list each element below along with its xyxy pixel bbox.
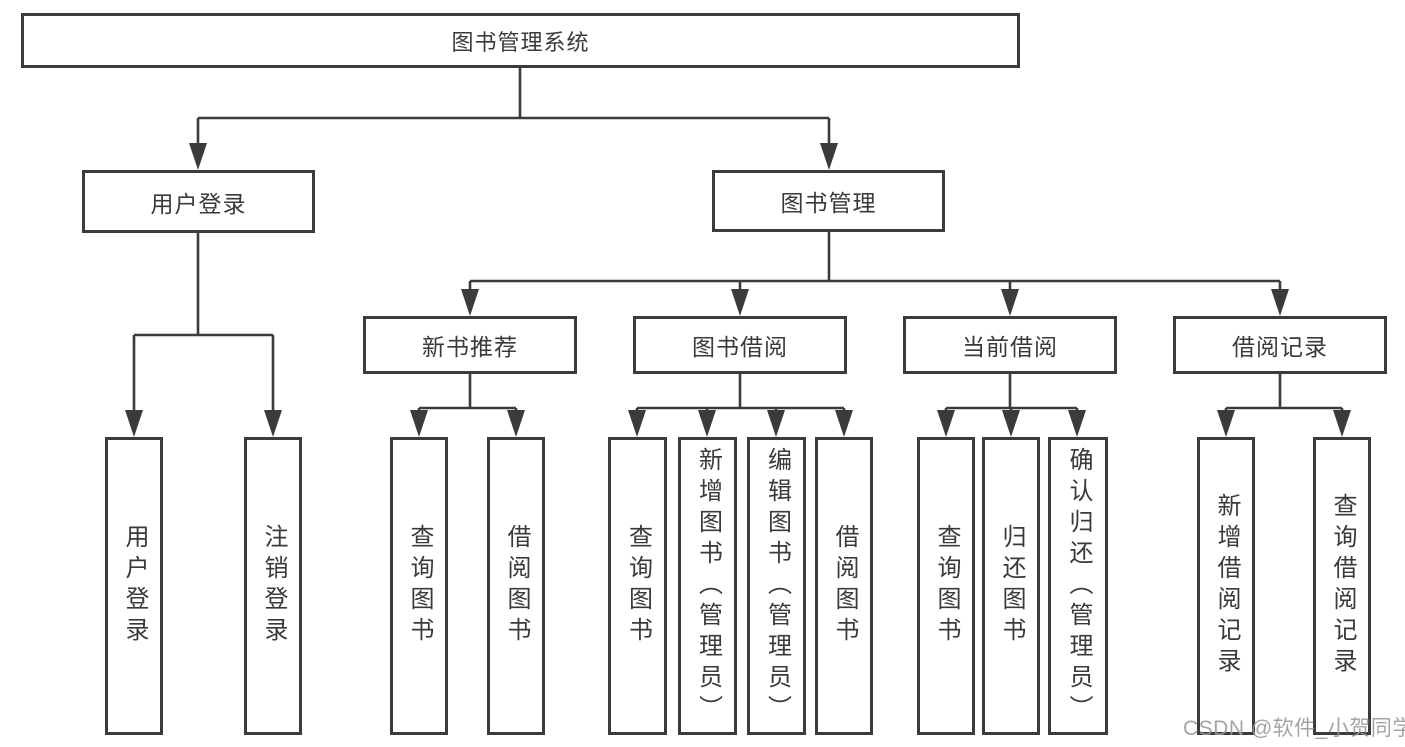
node-leaf-query-books-current: 查询图书: [917, 437, 975, 735]
node-leaf-confirm-return-admin: 确认归还（管理员）: [1048, 437, 1108, 735]
arrowhead: [507, 410, 525, 437]
connector-root-to-level2: [196, 68, 831, 164]
connector-login-to-leaves: [132, 233, 275, 432]
connector-recommend-to-leaves: [417, 374, 518, 432]
node-library-management-system: 图书管理系统: [21, 13, 1020, 68]
arrowhead: [731, 289, 749, 316]
node-leaf-query-borrow-record: 查询借阅记录: [1313, 437, 1371, 735]
node-leaf-user-login: 用户登录: [105, 437, 163, 735]
node-leaf-borrow-books: 借阅图书: [815, 437, 873, 735]
node-leaf-return-books: 归还图书: [982, 437, 1040, 735]
node-book-borrowing: 图书借阅: [633, 316, 847, 374]
arrowhead: [1001, 289, 1019, 316]
arrowhead: [410, 410, 428, 437]
arrowhead: [1068, 410, 1086, 437]
arrowhead: [1333, 410, 1351, 437]
arrowhead: [189, 143, 207, 170]
arrowhead: [461, 289, 479, 316]
arrowhead: [698, 410, 716, 437]
arrowhead: [767, 410, 785, 437]
arrowhead: [628, 410, 646, 437]
node-leaf-query-books-borrowing: 查询图书: [608, 437, 667, 735]
node-current-borrowing: 当前借阅: [903, 316, 1117, 374]
arrowhead: [1002, 410, 1020, 437]
node-user-login: 用户登录: [82, 170, 315, 233]
node-borrowing-records: 借阅记录: [1173, 316, 1387, 374]
csdn-watermark: CSDN @软件_小贺同学: [1183, 717, 1405, 740]
node-leaf-query-books-recommend: 查询图书: [390, 437, 448, 735]
node-leaf-logout: 注销登录: [244, 437, 302, 735]
arrowhead: [264, 410, 282, 437]
node-leaf-borrow-books-recommend: 借阅图书: [487, 437, 545, 735]
arrowhead: [125, 410, 143, 437]
node-leaf-add-books-admin: 新增图书（管理员）: [678, 437, 737, 735]
connector-borrowing-to-leaves: [635, 374, 846, 432]
node-leaf-edit-books-admin: 编辑图书（管理员）: [747, 437, 806, 735]
arrowhead: [835, 410, 853, 437]
node-book-management: 图书管理: [712, 170, 945, 232]
node-new-book-recommendation: 新书推荐: [363, 316, 577, 374]
connector-records-to-leaves: [1224, 374, 1344, 432]
node-leaf-add-borrow-record: 新增借阅记录: [1197, 437, 1255, 735]
arrowhead: [1217, 410, 1235, 437]
arrowhead: [1271, 289, 1289, 316]
arrowhead: [820, 143, 838, 170]
arrowhead: [937, 410, 955, 437]
connector-management-to-level3: [468, 232, 1282, 312]
